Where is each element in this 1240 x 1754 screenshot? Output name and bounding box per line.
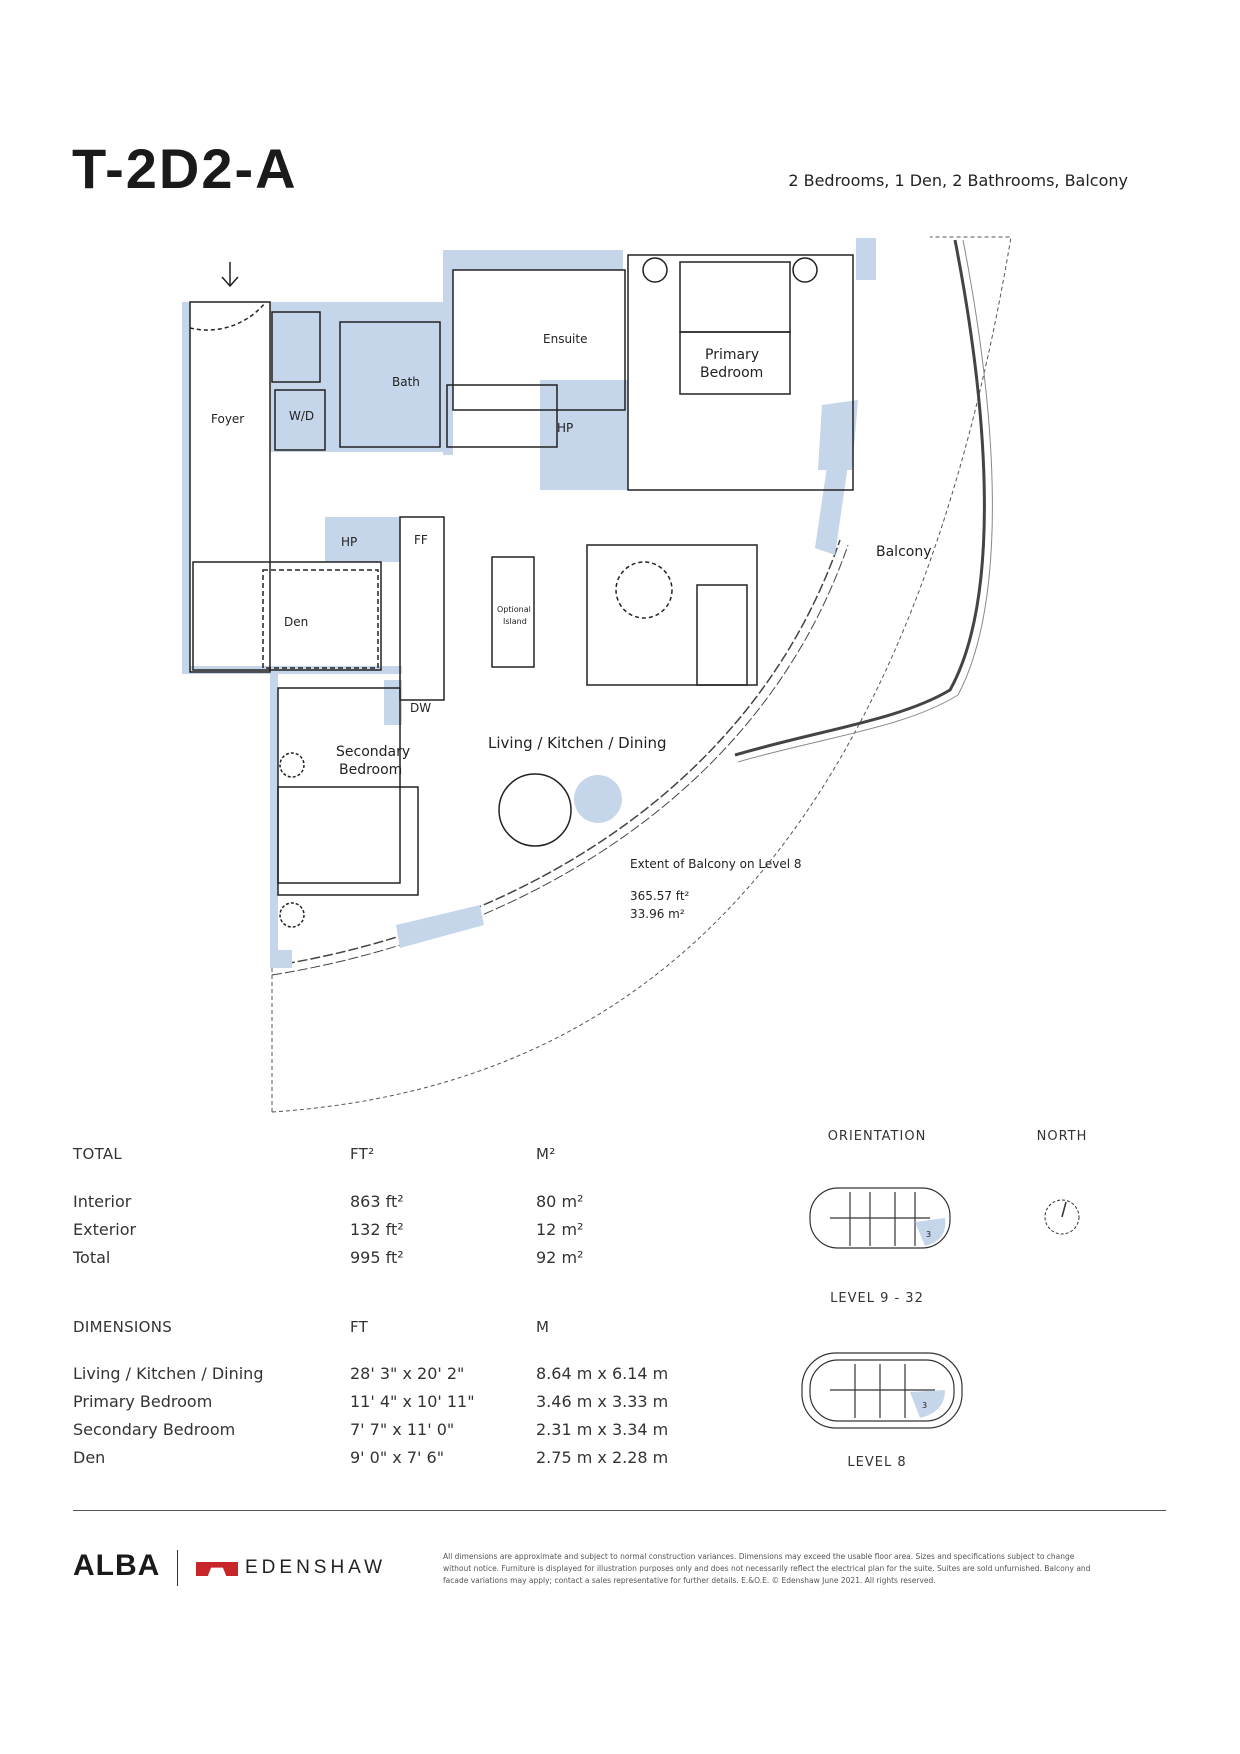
room-label-living: Living / Kitchen / Dining (488, 734, 667, 752)
totals-col-m: M² (536, 1145, 556, 1163)
walls (189, 254, 854, 928)
balcony-extent-m: 33.96 m² (630, 907, 685, 921)
dimensions-row-m: 2.75 m x 2.28 m (536, 1448, 669, 1467)
logo-separator (177, 1550, 178, 1586)
room-label-hp-2: HP (341, 535, 357, 549)
north-compass-icon (1044, 1199, 1080, 1235)
dimensions-row-ft: 28' 3" x 20' 2" (350, 1364, 465, 1383)
island-label-1: Optional (497, 605, 531, 614)
dimensions-row-m: 8.64 m x 6.14 m (536, 1364, 669, 1383)
totals-row-ft: 995 ft² (350, 1248, 404, 1267)
dimensions-col-ft: FT (350, 1318, 369, 1336)
dimensions-col-m: M (536, 1318, 550, 1336)
wall-fills (182, 238, 876, 968)
room-label-primary-2: Bedroom (700, 365, 763, 381)
room-label-ensuite: Ensuite (543, 332, 587, 346)
dimensions-row-label: Living / Kitchen / Dining (73, 1364, 264, 1383)
room-label-ff: FF (414, 533, 428, 547)
dimensions-row-label: Primary Bedroom (73, 1392, 213, 1411)
balcony-extent-outline (271, 236, 1012, 1113)
room-label-balcony: Balcony (876, 544, 932, 560)
dimensions-row-ft: 11' 4" x 10' 11" (350, 1392, 475, 1411)
window-wall (271, 539, 841, 967)
totals-row-ft: 132 ft² (350, 1220, 404, 1239)
unit-title: T-2D2-A (72, 137, 298, 200)
dimensions-row-ft: 7' 7" x 11' 0" (350, 1420, 455, 1439)
dimensions-row-ft: 9' 0" x 7' 6" (350, 1448, 445, 1467)
balcony-extent-ft: 365.57 ft² (630, 889, 690, 903)
north-heading: NORTH (1036, 1129, 1088, 1144)
edenshaw-logo: EDENSHAW (245, 1557, 387, 1578)
room-label-bath: Bath (392, 375, 420, 389)
totals-row-m: 80 m² (536, 1192, 584, 1211)
unit-subtitle: 2 Bedrooms, 1 Den, 2 Bathrooms, Balcony (788, 171, 1128, 190)
room-label-foyer: Foyer (211, 412, 244, 426)
room-label-dw: DW (410, 701, 431, 715)
level-upper-label: LEVEL 9 - 32 (830, 1291, 924, 1306)
alba-logo: ALBA (73, 1549, 161, 1582)
totals-row-m: 12 m² (536, 1220, 584, 1239)
totals-row-label: Exterior (73, 1220, 137, 1239)
disclaimer: All dimensions are approximate and subje… (443, 1552, 1091, 1585)
room-label-wd: W/D (289, 409, 314, 423)
totals-row-ft: 863 ft² (350, 1192, 404, 1211)
totals-row-label: Total (73, 1248, 111, 1267)
totals-row-label: Interior (73, 1192, 132, 1211)
level-lower-label: LEVEL 8 (847, 1455, 907, 1470)
totals-heading: TOTAL (73, 1145, 123, 1163)
footer-divider (73, 1510, 1166, 1511)
totals-row-m: 92 m² (536, 1248, 584, 1267)
orientation-heading: ORIENTATION (827, 1129, 927, 1144)
room-label-den: Den (284, 615, 308, 629)
balcony-extent-label: Extent of Balcony on Level 8 (630, 857, 802, 871)
room-label-secondary-1: Secondary (336, 744, 410, 760)
keyplan-unit-marker-upper: 3 (926, 1230, 931, 1239)
room-label-primary-1: Primary (705, 347, 759, 363)
totals-col-ft: FT² (350, 1145, 375, 1163)
balcony-railing (734, 239, 986, 757)
room-label-hp-1: HP (557, 421, 573, 435)
dimensions-row-m: 3.46 m x 3.33 m (536, 1392, 669, 1411)
room-label-secondary-2: Bedroom (339, 762, 402, 778)
dimensions-row-m: 2.31 m x 3.34 m (536, 1420, 669, 1439)
island-label-2: Island (503, 617, 527, 626)
dimensions-heading: DIMENSIONS (73, 1318, 173, 1336)
keyplan-level-9-32 (809, 1187, 951, 1249)
keyplan-unit-marker-lower: 3 (922, 1401, 927, 1410)
keyplan-level-8 (801, 1352, 963, 1429)
dimensions-row-label: Den (73, 1448, 106, 1467)
dimensions-row-label: Secondary Bedroom (73, 1420, 236, 1439)
